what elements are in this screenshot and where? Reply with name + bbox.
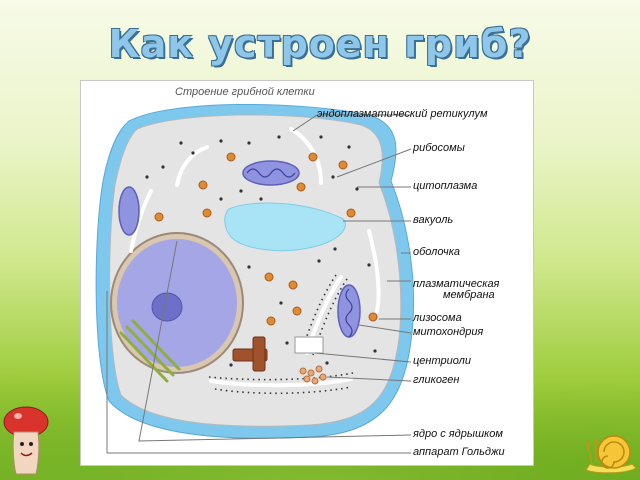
centriole-label-marker <box>294 336 324 354</box>
label-cytoplasm: цитоплазма <box>413 180 478 192</box>
er-strand <box>289 127 323 185</box>
label-glycogen: гликоген <box>413 374 460 386</box>
cell-diagram-panel: Строение грибной клетки эндоплазматическ… <box>80 80 534 466</box>
glycogen <box>299 365 327 385</box>
slide-title: Как устроен гриб? <box>108 22 532 66</box>
label-er: эндоплазматический ретикулум <box>317 108 488 120</box>
centrioles <box>232 336 268 372</box>
er-strand <box>209 377 353 388</box>
nucleolus <box>151 292 183 322</box>
snail-mascot-icon <box>585 435 637 474</box>
er-strand <box>175 145 209 187</box>
mitochondria <box>118 160 361 338</box>
er-ribosome-rows <box>208 274 354 395</box>
label-nucleus: ядро с ядрышком <box>413 428 503 440</box>
label-golgi: аппарат Гольджи <box>413 446 505 458</box>
label-membrane-line1: плазматическая <box>413 278 500 290</box>
diagram-heading: Строение грибной клетки <box>175 86 315 98</box>
label-vacuole: вакуоль <box>413 214 454 226</box>
label-membrane-line2: мембрана <box>443 289 495 301</box>
label-ribosomes: рибосомы <box>413 142 465 154</box>
er-strand <box>367 229 381 313</box>
cell-diagram <box>95 104 415 454</box>
mushroom-mascot-icon <box>3 406 49 475</box>
lysosomes <box>154 152 378 326</box>
label-centrioles: центриоли <box>413 355 471 367</box>
ribosomes <box>145 135 377 367</box>
golgi-apparatus <box>119 319 181 383</box>
label-shell: оболочка <box>413 246 461 258</box>
label-lysosome: лизосома <box>413 312 462 324</box>
leader-lines <box>106 114 412 454</box>
label-mitochondria: митохондрия <box>413 326 484 338</box>
vacuole <box>224 202 346 252</box>
